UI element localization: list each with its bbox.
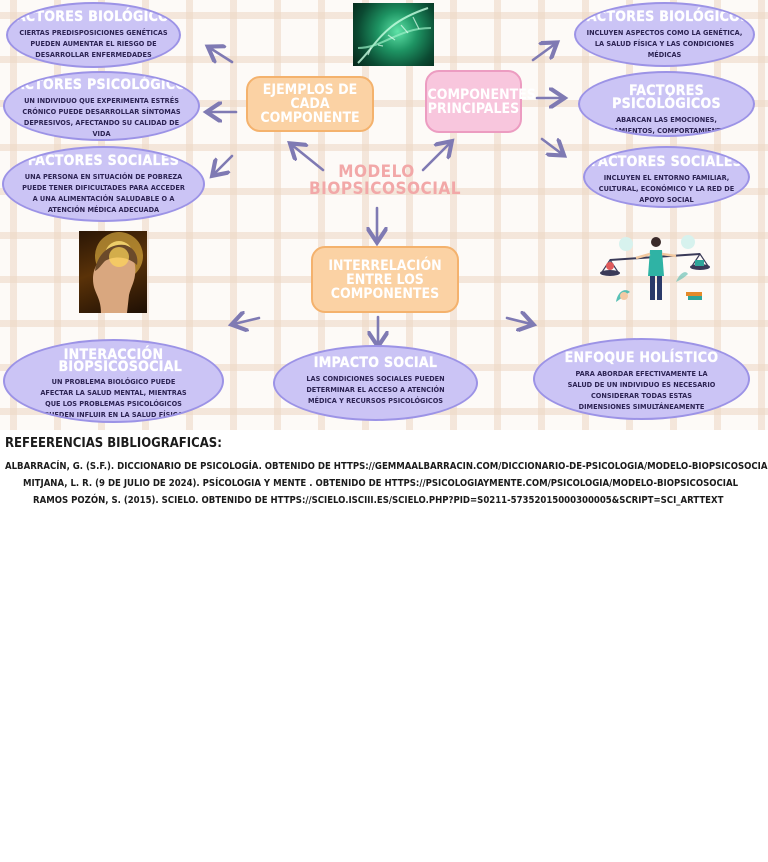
references-section: REFEERENCIAS BIBLIOGRAFICAS: ALBARRACÍN,… xyxy=(5,436,768,509)
component-psychological-title: FACTORES PSICOLÓGICOS xyxy=(612,83,721,112)
holistic-approach-ellipse: ENFOQUE HOLÍSTICO PARA ABORDAR EFECTIVAM… xyxy=(533,338,750,420)
social-impact-title: IMPACTO SOCIAL xyxy=(313,355,438,371)
example-psychological-text: UN INDIVIDUO QUE EXPERIMENTA ESTRÉS CRÓN… xyxy=(22,96,181,138)
arrow-interrelation-right xyxy=(505,318,531,324)
dna-helix-icon xyxy=(357,7,432,64)
balance-scale-icon xyxy=(600,235,710,302)
balance-scale-illustration xyxy=(596,232,716,304)
component-social-ellipse: FACTORES SOCIALES INCLUYEN EL ENTORNO FA… xyxy=(583,146,750,208)
social-impact-ellipse: IMPACTO SOCIAL LAS CONDICIONES SOCIALES … xyxy=(273,345,478,421)
glowing-brain-head-image xyxy=(79,231,147,313)
example-biological-ellipse: FACTORES BIOLÓGICOS CIERTAS PREDISPOSICI… xyxy=(6,2,181,68)
interrelation-node-label: INTERRELACIÓN ENTRE LOS COMPONENTES xyxy=(328,257,442,302)
reference-item: ALBARRACÍN, G. (S.F.). DICCIONARIO DE PS… xyxy=(5,461,768,472)
component-social-title: FACTORES SOCIALES xyxy=(590,154,743,170)
center-title: MODELO BIOPSICOSOCIAL xyxy=(309,162,461,199)
component-biological-ellipse: FACTORES BIOLÓGICOS INCLUYEN ASPECTOS CO… xyxy=(574,2,755,67)
component-psychological-ellipse: FACTORES PSICOLÓGICOS ABARCAN LAS EMOCIO… xyxy=(578,71,755,137)
head-profile-icon xyxy=(93,232,143,313)
examples-node-label: EJEMPLOS DE CADA COMPONENTE xyxy=(260,82,360,126)
dna-image xyxy=(353,3,434,66)
components-node-label: COMPONENTES PRINCIPALES xyxy=(427,86,536,117)
example-psychological-title: FACTORES PSICOLÓGICOS xyxy=(7,77,196,93)
interaction-ellipse: INTERACCIÓN BIOPSICOSOCIAL UN PROBLEMA B… xyxy=(3,339,224,423)
component-psychological-text: ABARCAN LAS EMOCIONES, PENSAMIENTOS, COM… xyxy=(594,115,739,135)
interaction-text: UN PROBLEMA BIOLÓGICO PUEDE AFECTAR LA S… xyxy=(40,377,187,419)
holistic-approach-title: ENFOQUE HOLÍSTICO xyxy=(564,350,719,366)
arrow-interrelation-left xyxy=(234,318,261,324)
interrelation-node: INTERRELACIÓN ENTRE LOS COMPONENTES xyxy=(311,246,459,313)
interaction-title: INTERACCIÓN BIOPSICOSOCIAL xyxy=(58,347,183,375)
references-heading: REFEERENCIAS BIBLIOGRAFICAS: xyxy=(5,436,222,451)
examples-node: EJEMPLOS DE CADA COMPONENTE xyxy=(246,76,374,132)
connector-arrows xyxy=(0,0,768,430)
example-psychological-ellipse: FACTORES PSICOLÓGICOS UN INDIVIDUO QUE E… xyxy=(3,71,200,141)
example-social-title: FACTORES SOCIALES xyxy=(27,153,180,169)
arrow-to-components xyxy=(421,143,450,172)
arrow-components-soc xyxy=(540,137,562,154)
arrow-examples-bio xyxy=(210,48,234,62)
reference-item: RAMOS POZÓN, S. (2015). SCIELO. OBTENIDO… xyxy=(33,495,724,506)
arrow-examples-soc xyxy=(214,154,234,174)
social-impact-text: LAS CONDICIONES SOCIALES PUEDEN DETERMIN… xyxy=(306,374,445,405)
example-social-text: UNA PERSONA EN SITUACIÓN DE POBREZA PUED… xyxy=(22,172,185,214)
arrow-to-examples xyxy=(292,145,325,172)
component-biological-title: FACTORES BIOLÓGICOS xyxy=(579,9,750,25)
reference-item: MITJANA, L. R. (9 DE JULIO DE 2024). PSÍ… xyxy=(23,478,739,489)
components-node: COMPONENTES PRINCIPALES xyxy=(425,70,536,133)
component-social-text: INCLUYEN EL ENTORNO FAMILIAR, CULTURAL, … xyxy=(598,173,735,204)
component-biological-text: INCLUYEN ASPECTOS COMO LA GENÉTICA, LA S… xyxy=(586,28,743,59)
example-social-ellipse: FACTORES SOCIALES UNA PERSONA EN SITUACI… xyxy=(2,146,205,222)
example-biological-text: CIERTAS PREDISPOSICIONES GENÉTICAS PUEDE… xyxy=(19,28,168,59)
example-biological-title: FACTORES BIOLÓGICOS xyxy=(8,9,179,25)
mind-map-canvas: FACTORES BIOLÓGICOS CIERTAS PREDISPOSICI… xyxy=(0,0,768,430)
arrow-components-bio xyxy=(531,44,555,62)
holistic-approach-text: PARA ABORDAR EFECTIVAMENTE LA SALUD DE U… xyxy=(567,369,716,411)
